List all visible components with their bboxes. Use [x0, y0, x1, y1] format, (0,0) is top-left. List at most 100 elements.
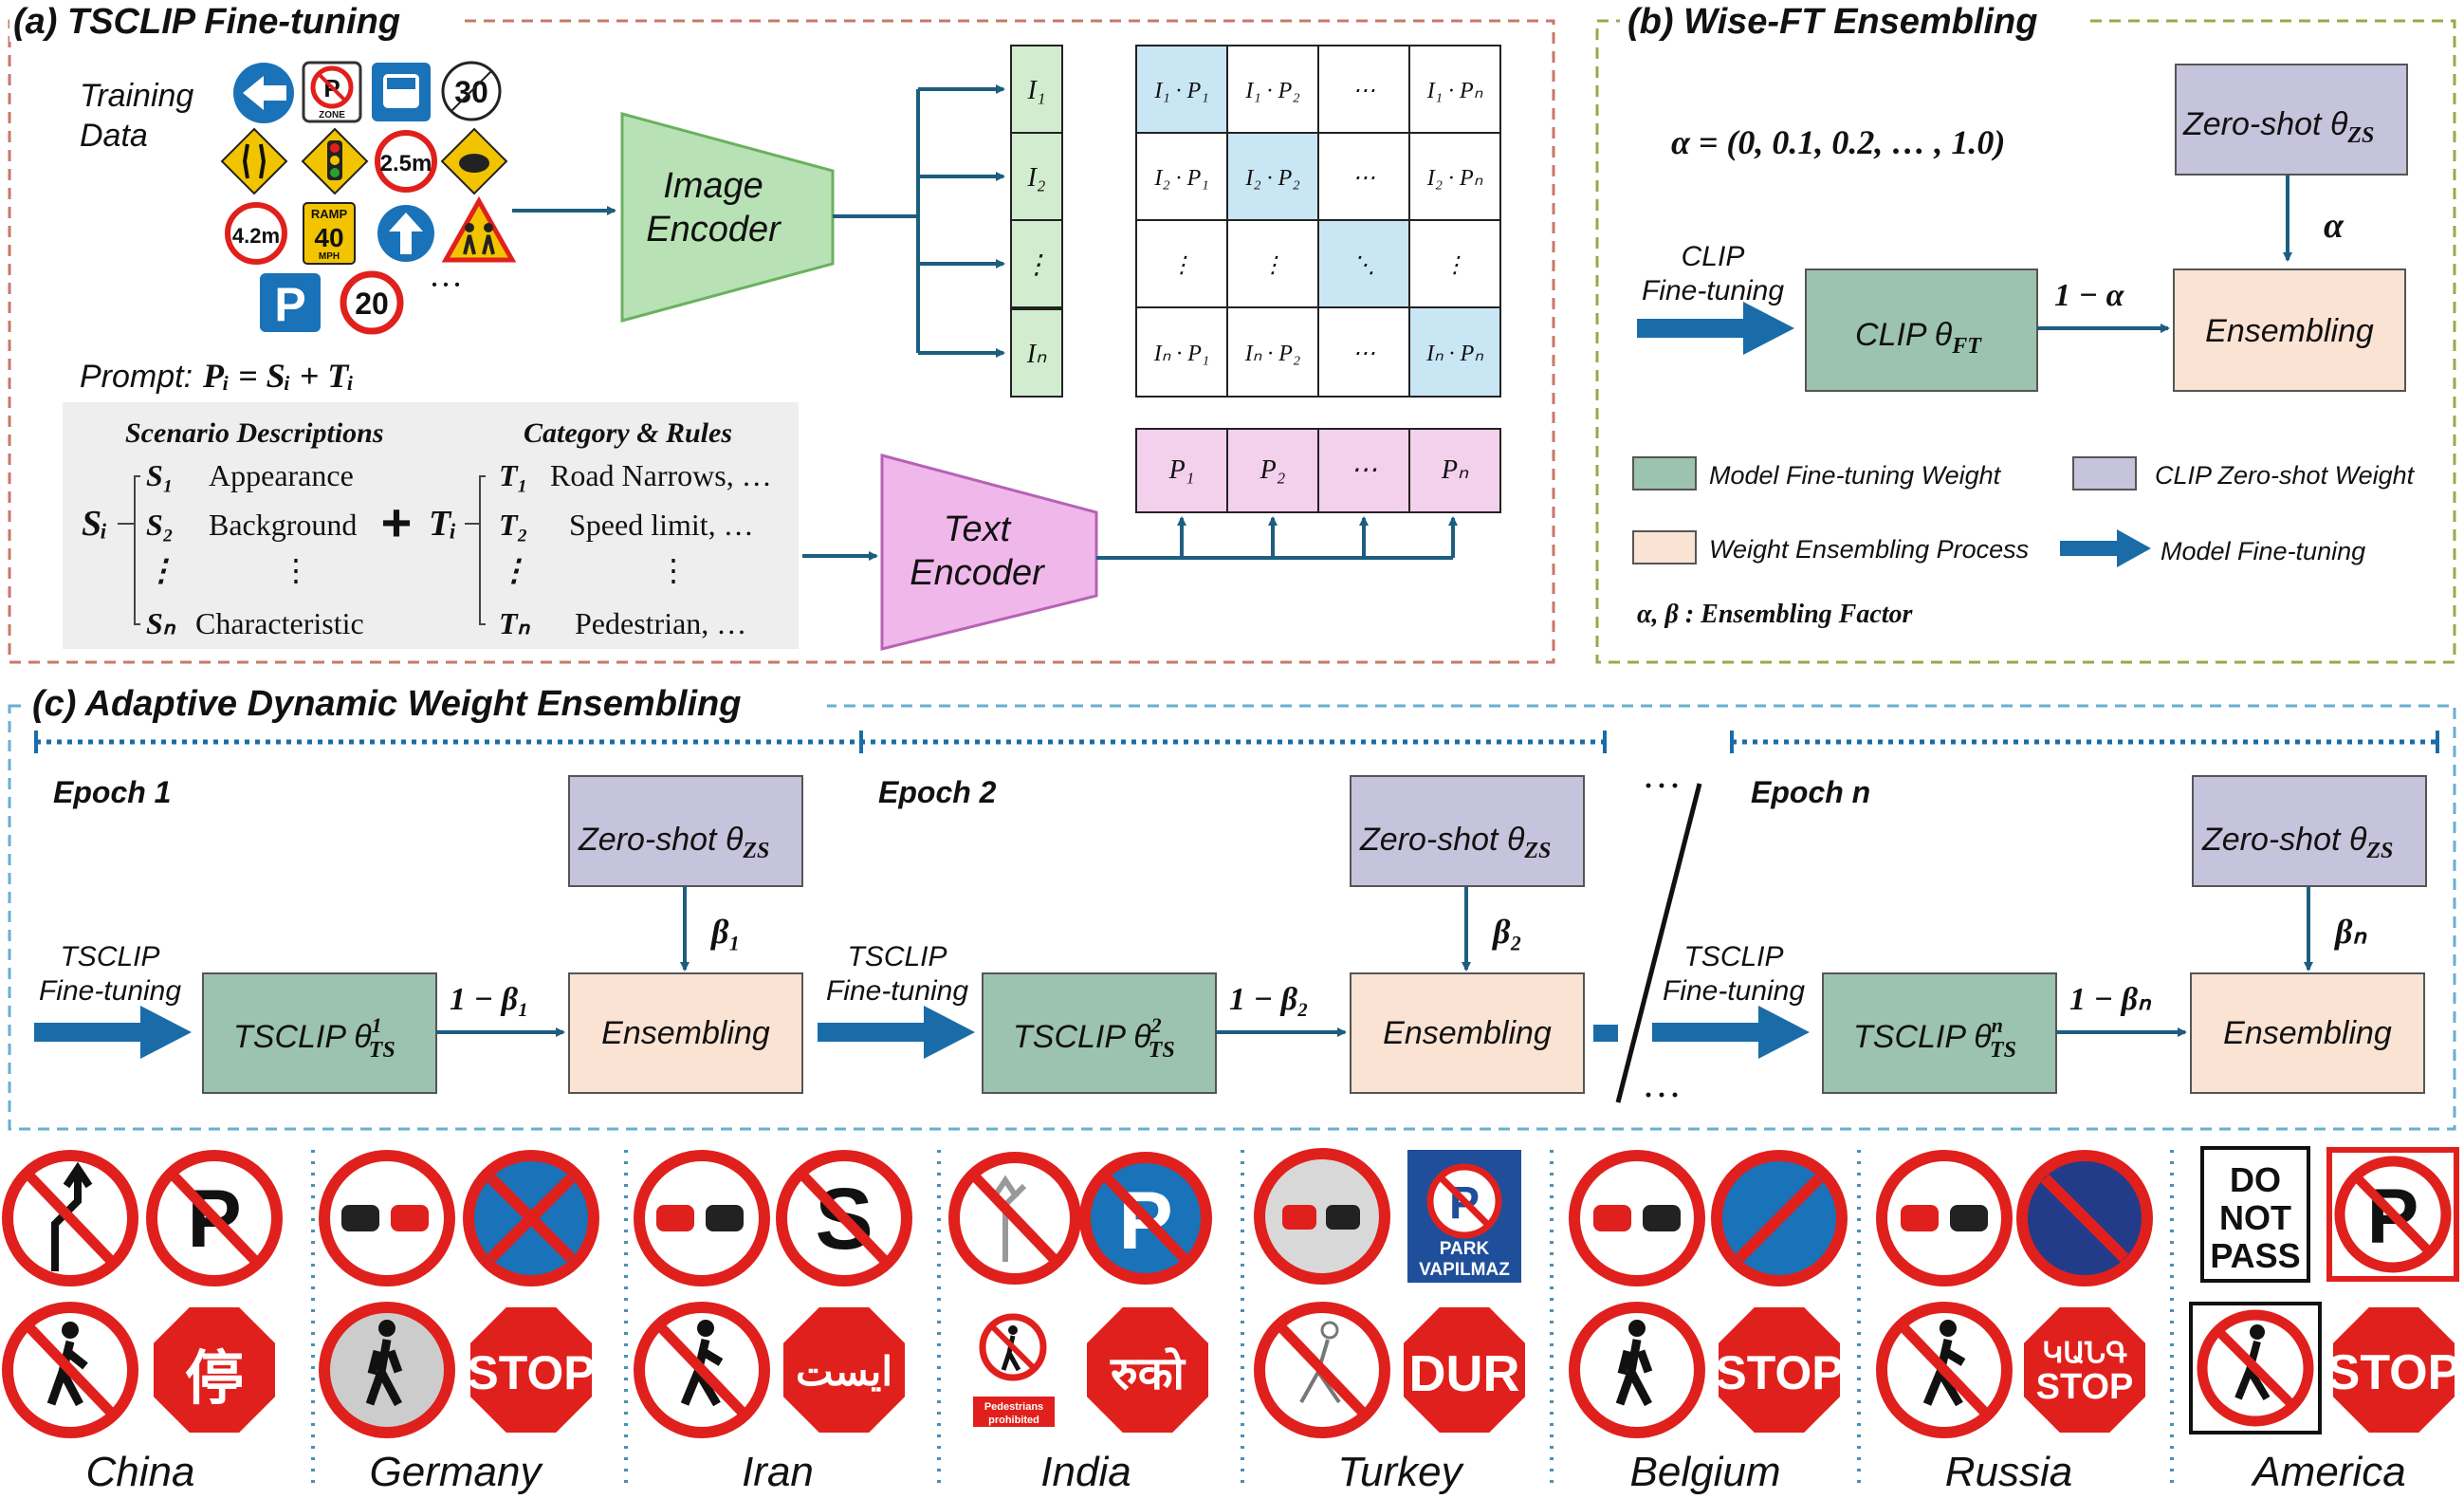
- training-more-ellipsis: ···: [429, 266, 463, 304]
- zero-shot-label: Zero-shot θZS: [1359, 822, 1551, 863]
- scenario-symbol: ⋮: [146, 553, 176, 587]
- similarity-label: ⋮: [1261, 253, 1284, 278]
- similarity-label: ⋱: [1352, 253, 1375, 278]
- legend-b: Model Fine-tuning Weight CLIP Zero-shot …: [1632, 456, 2416, 629]
- beta-label: β₂: [1491, 913, 1522, 951]
- s-main-symbol: Sᵢ: [82, 504, 108, 544]
- signs-germany: STOP Germany: [319, 1150, 599, 1495]
- signs-turkey: P PARK VAPILMAZ DUR Turkey: [1254, 1148, 1529, 1495]
- t-main-symbol: Tᵢ: [429, 504, 457, 544]
- similarity-cell: [1408, 45, 1501, 134]
- alpha-values: α = (0, 0.1, 0.2, … , 1.0): [1671, 123, 2005, 161]
- similarity-label: I₁ · P₂: [1244, 79, 1299, 103]
- epoch-label: Epoch 2: [878, 775, 997, 809]
- text-feature-cell: [1135, 428, 1228, 513]
- image-feature-label: ⋮: [1023, 250, 1050, 280]
- epoch-timeline: [34, 731, 2439, 753]
- alpha-label-b: α: [2324, 206, 2344, 246]
- text-encoder-label-1: Text: [944, 509, 1012, 549]
- legend-zs-swatch: [2072, 456, 2137, 490]
- fine-tuning-arrow-b: [1637, 302, 1794, 355]
- clip-ft-label-1: CLIP: [1682, 241, 1745, 272]
- svg-text:STOP: STOP: [1715, 1346, 1843, 1399]
- tsclip-box: [202, 972, 437, 1094]
- ft-label-1: TSCLIP: [847, 941, 947, 972]
- similarity-cell: [1135, 45, 1228, 134]
- panel-c-border: [8, 704, 2456, 1131]
- country-china: China: [86, 1449, 195, 1495]
- sign-school-children: [441, 195, 517, 263]
- ensembling-label: Ensembling: [1383, 1015, 1552, 1051]
- plus-sign: +: [381, 492, 413, 552]
- zero-shot-box-b: [2175, 64, 2408, 176]
- fine-tuning-arrow: [34, 1006, 192, 1059]
- zero-shot-box: [1350, 775, 1585, 887]
- signs-america: DO NOT PASS P STOP America: [2189, 1146, 2460, 1495]
- prompt-label: Prompt:: [80, 359, 193, 395]
- svg-text:P: P: [274, 278, 305, 331]
- panel-b-title: (b) Wise-FT Ensembling: [1627, 2, 2037, 42]
- svg-text:MPH: MPH: [319, 251, 340, 262]
- legend-factor-label: α, β : Ensembling Factor: [1637, 600, 1914, 629]
- similarity-cell: [1226, 45, 1319, 134]
- sign-speed-20: [340, 270, 404, 335]
- ft-label-2: Fine-tuning: [39, 975, 181, 1007]
- category-symbol: Tₙ: [499, 606, 531, 640]
- ensembling-box-b: [2173, 268, 2406, 392]
- scenario-symbol: S₂: [146, 508, 174, 542]
- scenario-symbol: Sₙ: [146, 606, 176, 640]
- panel-a-border: [8, 19, 1555, 664]
- category-symbol: T₁: [499, 458, 528, 492]
- tsclip-box: [982, 972, 1217, 1094]
- svg-text:2.5m: 2.5m: [380, 151, 432, 176]
- prompt-formula: Pᵢ = Sᵢ + Tᵢ: [202, 357, 354, 395]
- legend-zs-label: CLIP Zero-shot Weight: [2155, 461, 2416, 490]
- training-label-2: Data: [80, 118, 148, 154]
- epoch-dots-top: ···: [1642, 765, 1682, 808]
- svg-text:VAPILMAZ: VAPILMAZ: [1419, 1260, 1510, 1280]
- panel-a-title: (a) TSCLIP Fine-tuning: [13, 2, 400, 42]
- sign-height-2-5: [375, 130, 437, 193]
- country-america: America: [2250, 1449, 2405, 1495]
- similarity-cell: [1226, 306, 1319, 398]
- beta-label: β₁: [709, 913, 741, 951]
- clip-ft-box: [1805, 268, 2038, 392]
- text-feature-connectors: [1096, 516, 1458, 560]
- signs-india: P Pedestrians prohibited रुको India: [948, 1152, 1212, 1495]
- ensembling-box: [568, 972, 803, 1094]
- similarity-label: ⋮: [1443, 253, 1466, 278]
- svg-text:STOP: STOP: [2036, 1367, 2134, 1407]
- similarity-label: Iₙ · Pₙ: [1425, 342, 1483, 366]
- text-feature-cell: [1408, 428, 1501, 513]
- image-feature-connectors: [833, 84, 1005, 358]
- legend-ens-label: Weight Ensembling Process: [1709, 535, 2029, 564]
- svg-text:RAMP: RAMP: [311, 207, 348, 221]
- text-encoder-label-2: Encoder: [910, 553, 1045, 593]
- signs-russia: ԿԱՆԳ STOP Russia: [1876, 1150, 2153, 1495]
- text-feature-label: ⋯: [1351, 455, 1377, 485]
- image-encoder-label-2: Encoder: [646, 210, 781, 250]
- similarity-label: ⋯: [1352, 166, 1375, 191]
- legend-ft-arrow: [2060, 529, 2151, 567]
- image-feature-label: I₁: [1026, 76, 1045, 105]
- sign-parking: [260, 273, 321, 332]
- ensembling-box: [2190, 972, 2425, 1094]
- svg-text:DUR: DUR: [1409, 1345, 1520, 1402]
- zero-shot-label: Zero-shot θZS: [2201, 822, 2393, 863]
- legend-ft-swatch: [1632, 456, 1697, 490]
- zero-shot-label: Zero-shot θZS: [578, 822, 769, 863]
- text-feature-cell: [1226, 428, 1319, 513]
- country-iran: Iran: [742, 1449, 814, 1495]
- one-minus-beta: 1 − β₁: [450, 982, 529, 1017]
- sign-height-4-2: [225, 202, 287, 265]
- svg-text:NOT: NOT: [2219, 1198, 2291, 1237]
- category-symbol: T₂: [499, 508, 528, 542]
- similarity-label: I₁ · Pₙ: [1426, 79, 1483, 103]
